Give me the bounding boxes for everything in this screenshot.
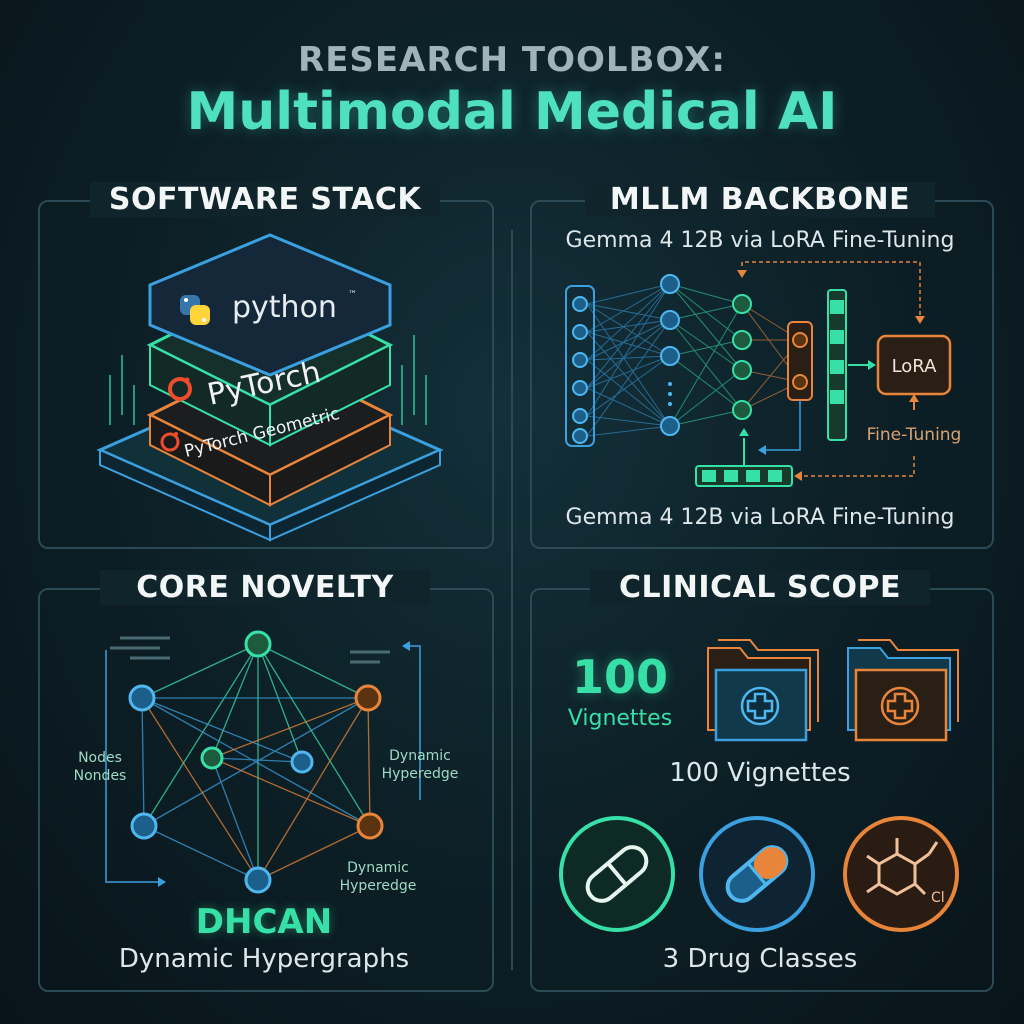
vignettes-count-label: Vignettes [567,706,673,731]
page-supertitle: RESEARCH TOOLBOX: [298,40,726,80]
svg-text:™: ™ [348,290,357,300]
drug-class-icons: Cl [559,816,959,932]
page-title: Multimodal Medical AI [186,82,838,142]
hyperedge-label-top-1: Dynamic [389,748,451,764]
neural-network-icon: LoRA Fine-Tuning [565,261,962,487]
core-novelty-title: CORE NOVELTY [100,570,430,605]
mllm-backbone-title: MLLM BACKBONE [585,182,935,217]
folder-medical-icon [847,639,959,742]
mllm-backbone-subtitle: Gemma 4 12B via LoRA Fine-Tuning [565,228,955,253]
folder-medical-icons [707,639,959,742]
hyperedge-label-bottom-2: Hyperedge [340,878,417,894]
vignettes-caption: 100 Vignettes [669,758,851,788]
python-label: python [232,290,337,325]
hyperedge-label-top-2: Hyperedge [382,766,459,782]
molecule-label: Cl [931,890,945,906]
vignettes-count: 100 [571,650,669,704]
pill-capsule-icon [699,816,815,932]
hypergraph-icon: Nodes Nondes Dynamic Hyperedge Dynamic H… [74,630,459,894]
layer-python [148,233,392,377]
lora-label: LoRA [892,356,938,377]
core-novelty-caption: Dynamic Hypergraphs [118,944,410,974]
software-stack-title: SOFTWARE STACK [90,182,440,217]
molecule-icon: Cl [843,816,959,932]
fine-tuning-label: Fine-Tuning [867,425,962,445]
pytorch-geometric-logo-icon [160,432,180,452]
python-logo-icon [180,295,210,325]
pill-capsule-icon [559,816,675,932]
pytorch-logo-icon [168,377,192,401]
nodes-label-2: Nondes [74,768,127,784]
center-divider [511,230,513,970]
folder-medical-icon [707,639,819,742]
nodes-label: Nodes [78,750,122,766]
drug-classes-caption: 3 Drug Classes [662,944,858,974]
mllm-backbone-caption: Gemma 4 12B via LoRA Fine-Tuning [565,505,955,530]
dhcan-name: DHCAN [195,902,333,942]
hyperedge-label-bottom-1: Dynamic [347,860,409,876]
software-stack-diagram: python ™ PyTorch PyTorch Geometric [96,233,444,542]
clinical-scope-title: CLINICAL SCOPE [590,570,930,605]
